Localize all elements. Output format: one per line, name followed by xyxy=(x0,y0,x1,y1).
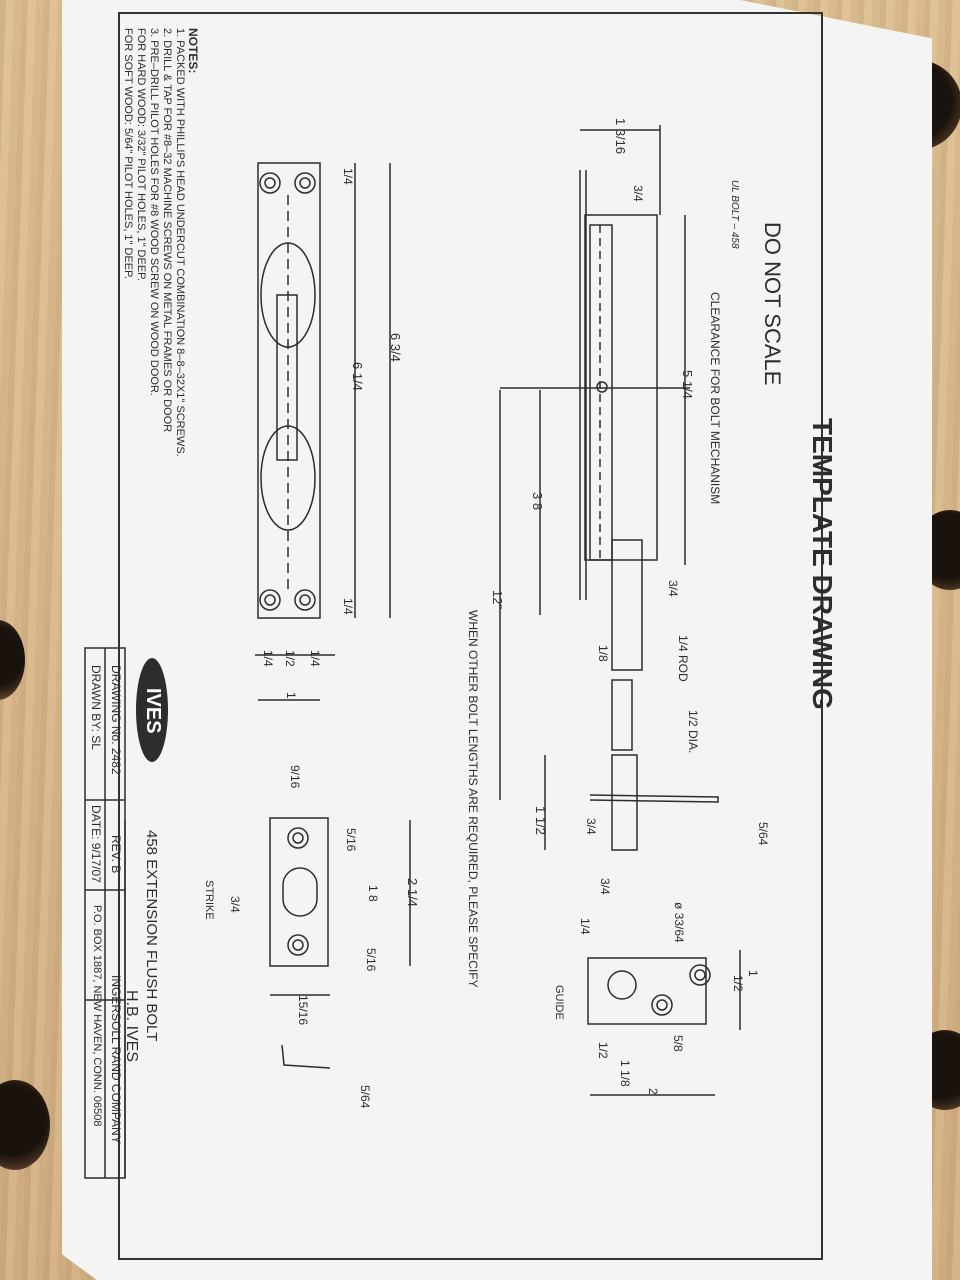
rod-upper xyxy=(611,539,643,671)
notes-line: 1. PACKED WITH PHILLIPS HEAD UNDERCUT CO… xyxy=(174,28,186,457)
dim-text: 1/4 xyxy=(261,650,275,667)
dim-text: 15/16 xyxy=(296,995,310,1026)
dim-text: 2 xyxy=(646,1088,660,1095)
dim-text: 1 xyxy=(284,692,298,699)
dim-text: 5/64 xyxy=(358,1085,372,1109)
drawing-title: TEMPLATE DRAWING xyxy=(807,418,838,710)
dim-text: 3/4 xyxy=(631,185,645,202)
dim-text: 1/2 xyxy=(596,1042,610,1059)
dim-text: 5/16 xyxy=(364,948,378,972)
notes-line: FOR SOFT WOOD: 5/64" PILOT HOLES, 1" DEE… xyxy=(122,28,134,280)
dim-text: 12" xyxy=(490,590,505,610)
do-not-scale-label: DO NOT SCALE xyxy=(760,222,785,386)
drawing-number: DRAWING No. 2482 xyxy=(109,665,123,775)
dim-text: 1/2 xyxy=(731,975,745,992)
dim-text: 3/4 xyxy=(228,896,242,913)
clearance-label: CLEARANCE FOR BOLT MECHANISM xyxy=(708,292,722,505)
dim-text: 1 1/2 xyxy=(533,806,548,835)
dim-text: 3/4 xyxy=(666,580,680,597)
dim-text: 2 1/4 xyxy=(405,878,420,907)
dim-text: 3 8 xyxy=(530,492,545,511)
company-address: P.O. BOX 1887, NEW HAVEN, CONN. 06508 xyxy=(91,905,103,1127)
dim-text: 1/4 xyxy=(341,598,355,615)
notes-line: FOR HARD WOOD: 3/32" PILOT HOLES, 1" DEE… xyxy=(135,28,147,282)
dim-text: 5/64 xyxy=(756,822,770,846)
dim-text: 1 1/8 xyxy=(618,1060,632,1087)
drawn-by: DRAWN BY: SL xyxy=(89,665,103,750)
dim-text: 6 1/4 xyxy=(350,362,365,391)
dim-text: 1 xyxy=(746,970,760,977)
dim-text: 5/16 xyxy=(344,828,358,852)
dim-text: 1/2 xyxy=(283,650,297,667)
dim-text: 1 3/16 xyxy=(613,118,628,155)
revision: REV. B xyxy=(109,835,123,874)
ives-logo-oval xyxy=(136,658,168,762)
ives-logo: IVES xyxy=(142,688,164,734)
guide-plate xyxy=(587,957,707,1025)
company-subtitle: INGERSOLL RAND COMPANY xyxy=(109,975,123,1144)
other-lengths-label: WHEN OTHER BOLT LENGTHS ARE REQUIRED, PL… xyxy=(466,610,480,988)
dim-text: 3/4 xyxy=(584,818,598,835)
rod-middle xyxy=(611,679,633,751)
dia-label: 1/2 DIA. xyxy=(686,710,700,754)
rod-label: 1/4 ROD xyxy=(676,635,690,682)
dim-text: 3/4 xyxy=(598,878,612,895)
company-name: H.B. IVES xyxy=(123,990,140,1063)
face-plate xyxy=(257,162,321,619)
notes-line: 2. DRILL & TAP FOR #8–32 MACHINE SCREWS … xyxy=(161,28,173,433)
notes-line: 3. PRE–DRILL PILOT HOLES FOR #8 WOOD SCR… xyxy=(148,28,160,396)
dim-text: 1/4 xyxy=(578,918,592,935)
guide-label: GUIDE xyxy=(553,985,565,1020)
notes-heading: NOTES: xyxy=(186,28,200,74)
drawing-date: DATE: 9/17/07 xyxy=(89,805,103,883)
dim-text: 9/16 xyxy=(288,765,302,789)
product-name: 458 EXTENSION FLUSH BOLT xyxy=(143,830,160,1042)
rod-end xyxy=(611,754,638,851)
dim-text: 1/4 xyxy=(308,650,322,667)
strike-plate xyxy=(269,817,329,967)
dim-text: 1/8 xyxy=(596,645,610,662)
dim-text: 6 3/4 xyxy=(388,333,403,362)
dim-text: 1 8 xyxy=(366,885,380,902)
dim-text: 5 1/4 xyxy=(680,370,695,399)
dim-text: 5/8 xyxy=(671,1035,685,1052)
dim-text: ø 33/64 xyxy=(672,902,686,943)
drawing-border xyxy=(118,12,823,1260)
template-sheet xyxy=(62,0,932,1280)
strike-label: STRIKE xyxy=(203,880,215,920)
dim-text: 1/4 xyxy=(341,168,355,185)
ul-label: UL BOLT – 458 xyxy=(729,180,740,249)
